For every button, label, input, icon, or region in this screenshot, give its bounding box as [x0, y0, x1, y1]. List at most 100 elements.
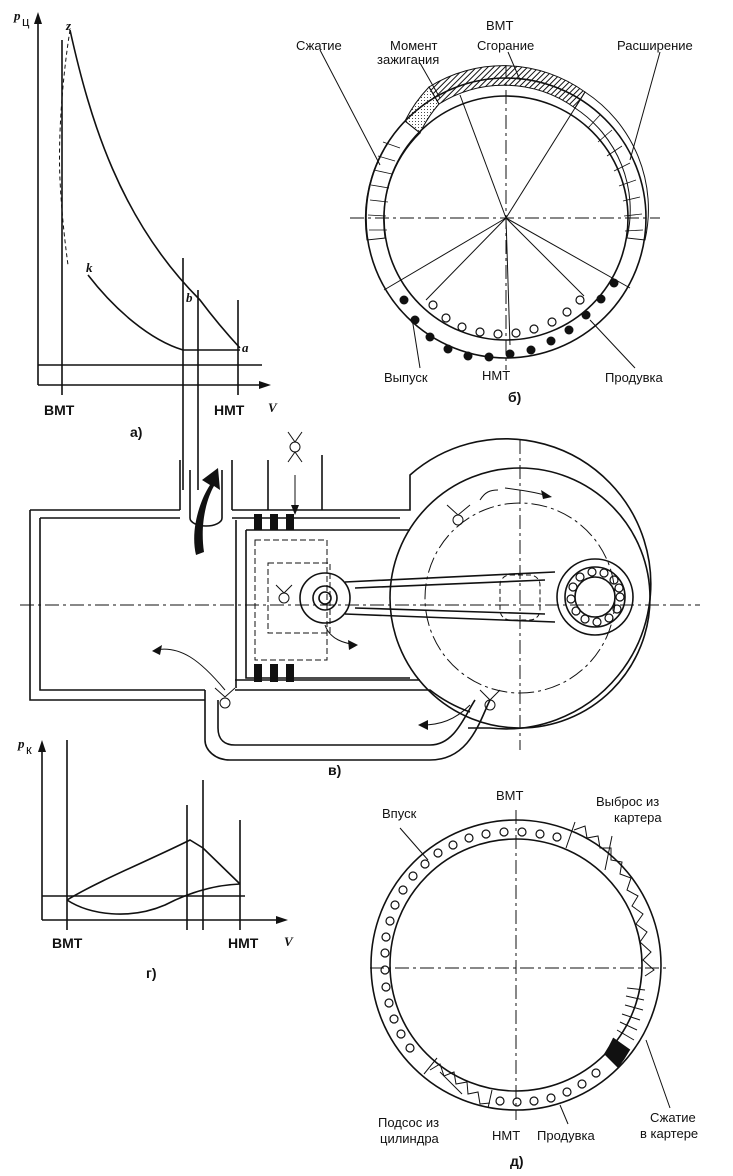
engine-connecting-rod	[344, 571, 556, 623]
engine-crank-flow-arrow	[479, 489, 499, 501]
circle-d-suction-label-2: цилиндра	[380, 1131, 440, 1146]
circle-b-top-label: ВМТ	[486, 18, 514, 33]
circle-b-leaders	[319, 49, 661, 369]
circle-b: Сжатие Момент зажигания ВМТ Сгорание Рас…	[296, 18, 693, 405]
circle-b-ignition-label-1: Момент	[390, 38, 438, 53]
circle-b-bottom-label: НМТ	[482, 368, 510, 383]
graph-a-expansion-curve	[69, 29, 241, 349]
graph-g-x-label: V	[284, 934, 294, 949]
circle-d-discharge-label-1: Выброс из	[596, 794, 659, 809]
circle-b-radials	[383, 94, 631, 346]
circle-d-intake-circles	[380, 827, 562, 1053]
circle-d-discharge-border	[565, 821, 576, 849]
graph-g-tick-bdc-right: НМТ	[228, 935, 259, 951]
circle-b-combustion-label: Сгорание	[477, 38, 534, 53]
graph-a-point-a: a	[242, 340, 249, 355]
engine-bearing-rollers	[566, 567, 625, 627]
graph-g-x-arrow	[276, 916, 288, 924]
circle-d-top-label: ВМТ	[496, 788, 524, 803]
engine-transfer-channel-inner	[217, 699, 476, 746]
circle-d-compression-dark	[604, 1038, 630, 1068]
engine-scavenge-arrowhead	[152, 645, 162, 655]
engine-big-end-outer	[556, 558, 634, 636]
graph-a-combustion-curve	[58, 29, 71, 266]
engine-exhaust-port	[179, 460, 233, 527]
graph-g-y-sub: к	[26, 742, 32, 757]
engine-scavenge-arrow	[154, 648, 226, 691]
circle-b-compression-label: Сжатие	[296, 38, 342, 53]
engine-caption: в)	[328, 762, 341, 778]
graph-a-point-z: z	[65, 18, 72, 33]
engine-transfer-arrowhead	[418, 720, 428, 730]
circle-d-bottom-label: НМТ	[492, 1128, 520, 1143]
graph-g-upper-curve	[66, 839, 241, 901]
graph-g-lower-curve	[66, 883, 241, 915]
engine-transfer-channel-outer	[204, 690, 491, 761]
circle-d-suction-border-1	[423, 1057, 438, 1075]
graph-a-x-label: V	[268, 400, 278, 415]
engine-piston-dashed-pin	[267, 562, 331, 634]
engine-inner-left-wall	[39, 518, 205, 691]
graph-g-caption: г)	[146, 965, 157, 981]
engine-rotation-arrowhead	[541, 490, 552, 499]
circle-d: ВМТ Впуск Выброс из картера Подсос из ци…	[370, 788, 698, 1169]
engine-outer-left-wall	[29, 510, 205, 701]
graph-a-x-arrow	[259, 381, 271, 389]
engine-valve-symbol-left	[214, 687, 236, 709]
circle-d-suction-zigzag	[429, 1063, 491, 1105]
engine-piston-body	[235, 520, 410, 688]
engine-piston-pin	[318, 591, 332, 605]
engine-big-end-race	[564, 566, 626, 628]
circle-d-scavenge-label: Продувка	[537, 1128, 595, 1143]
engine-valve-symbol-crank	[446, 504, 471, 526]
circle-d-suction-border-2	[487, 1089, 493, 1109]
circle-b-compression-band	[364, 120, 421, 241]
graph-a-y-arrow	[34, 12, 42, 24]
circle-b-band-ticks	[367, 114, 644, 232]
circle-d-intake-label: Впуск	[382, 806, 417, 821]
graph-a-y-sub: ц	[22, 14, 30, 29]
engine-piston-flow-arrowhead	[348, 640, 358, 650]
graph-g-y-arrow	[38, 740, 46, 752]
circle-d-leaders	[399, 827, 671, 1125]
engine-intake-arrowhead	[291, 505, 299, 515]
circle-b-scavenge-circles	[428, 295, 585, 339]
graph-a-tick-bdc-right: НМТ	[214, 402, 245, 418]
circle-d-comp-label-2: в картере	[640, 1126, 698, 1141]
graph-a-y-label: p	[13, 8, 21, 23]
circle-d-caption: д)	[510, 1153, 524, 1169]
circle-b-ignition-band	[404, 86, 440, 134]
circle-b-combustion-band	[428, 65, 586, 109]
engine-small-end-inner	[312, 585, 338, 611]
graph-a-compression-curve	[87, 274, 240, 351]
engine-exhaust-arrow	[194, 468, 220, 555]
engine-small-end-outer	[299, 572, 351, 624]
graph-g-tick-bdc-left: ВМТ	[52, 935, 83, 951]
circle-d-scavenge-circles	[495, 1068, 601, 1107]
graph-a-tick-bdc-left: ВМТ	[44, 402, 75, 418]
engine-piston-rings-bottom	[254, 664, 294, 682]
engine-valve-symbol-top	[287, 431, 303, 463]
circle-b-ignition-label-2: зажигания	[377, 52, 439, 67]
engine-diagram: в)	[20, 431, 700, 778]
graph-g: p к ВМТ НМТ V г)	[17, 736, 294, 981]
graph-a-caption: а)	[130, 424, 142, 440]
circle-d-comp-label-1: Сжатие	[650, 1110, 696, 1125]
engine-piston-rings-top	[254, 514, 294, 530]
graph-g-y-label: p	[17, 736, 25, 751]
circle-d-discharge-label-2: картера	[614, 810, 662, 825]
circle-d-discharge-zigzag	[573, 825, 655, 977]
graph-a-point-k: k	[86, 260, 93, 275]
graph-a: p ц z k b a ВМТ НМТ V а)	[13, 8, 278, 490]
engine-outer-top-wall	[30, 438, 652, 730]
engine-piston-dashed-inner	[254, 539, 328, 661]
engine-big-end-inner	[574, 576, 616, 618]
engine-valve-symbol-right	[479, 689, 501, 711]
engine-lower-walls	[235, 679, 471, 713]
circle-b-exhaust-label: Выпуск	[384, 370, 428, 385]
circle-b-scavenge-label: Продувка	[605, 370, 663, 385]
circle-b-caption: б)	[508, 389, 521, 405]
engine-rod-inner	[354, 579, 546, 615]
engine-valve-symbol-piston	[275, 584, 293, 604]
circle-b-expansion-band	[574, 91, 649, 241]
